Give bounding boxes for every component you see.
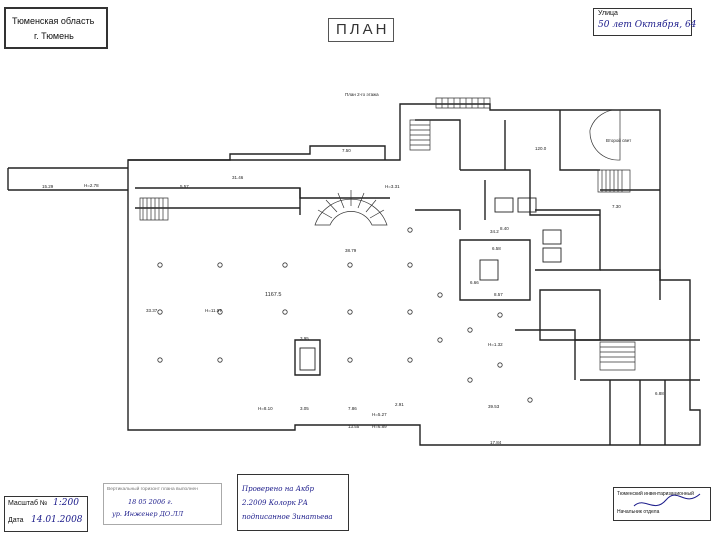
room-labels: 31.46 1167.5 38.79 H=11.07 H=8.10 H=5.27…	[42, 137, 664, 445]
room-label: 6.58	[492, 246, 501, 251]
staircase-right	[597, 169, 631, 193]
room-label: 6.66	[470, 280, 479, 285]
scale-label: Масштаб №	[8, 500, 48, 507]
room-label: 3.05	[300, 406, 309, 411]
room-label: H=11.07	[205, 308, 222, 313]
partition	[559, 110, 600, 171]
room-label: 2.91	[395, 402, 404, 407]
room-label: 7.86	[348, 406, 357, 411]
room-label: 7.50	[342, 148, 351, 153]
shaft	[542, 247, 562, 263]
floor-title: План 2-го этажа	[345, 92, 379, 97]
survey-stamp-dates: 18 05 2006 г.	[128, 498, 173, 506]
region-stamp: Тюменская область г. Тюмень	[4, 7, 108, 49]
room-label: 3.95	[300, 336, 309, 341]
shaft	[517, 197, 537, 213]
room-label: H=1.32	[488, 342, 503, 347]
street-box: Улица 50 лет Октября, 64	[593, 8, 696, 36]
region-line1: Тюменская область	[12, 16, 95, 26]
shaft	[299, 347, 316, 371]
room-label: 8.57	[494, 292, 503, 297]
scale-stamp: Масштаб № 1:200 Дата 14.01.2008	[4, 496, 88, 532]
shaft	[494, 197, 514, 213]
check-stamp: Проверено на Акбр 2.2009 Колорк РА подпи…	[237, 474, 349, 531]
room-label: 33.37	[146, 308, 158, 313]
room-label: H=6.89	[372, 424, 387, 429]
floor-plan: План 2-го этажа 31.46 1167.5 38.79 H=11.…	[0, 80, 720, 460]
check-stamp-line1: Проверено на Акбр	[242, 485, 314, 493]
room-label: H=5.27	[372, 412, 387, 417]
partition	[539, 289, 601, 341]
region-line2: г. Тюмень	[34, 31, 74, 41]
partition	[535, 209, 601, 271]
room-label: Второй свет	[606, 137, 631, 143]
partition	[135, 187, 390, 199]
check-stamp-line2: 2.2009 Колорк РА	[242, 499, 308, 507]
room-label: 17.84	[490, 440, 502, 445]
room-label: 15.29	[42, 184, 54, 189]
staircase-lower	[599, 341, 636, 371]
partition	[515, 329, 576, 380]
check-stamp-line3: подписанное Зинатьева	[242, 513, 333, 521]
room-label: 13.55	[348, 424, 360, 429]
bureau-stamp: Тюменский инвентаризационный Начальник о…	[613, 487, 711, 521]
bureau-stamp-line2: Начальник отдела	[617, 509, 660, 515]
spiral-staircase	[314, 198, 388, 226]
survey-stamp-title: Вертикальный горизонт плана выполнен	[107, 487, 198, 492]
shaft	[479, 259, 499, 281]
room-label: H=3.31	[385, 184, 400, 189]
page-title: ПЛАН	[336, 21, 390, 38]
partition	[600, 269, 661, 300]
bureau-stamp-line1: Тюменский инвентаризационный	[617, 491, 694, 497]
room-label: H=2.78	[84, 183, 99, 188]
survey-stamp-signature: ур. Инженер ДО.ЛЛ	[112, 510, 184, 518]
outer-wall	[127, 103, 701, 446]
date-label: Дата	[8, 517, 24, 524]
title-box: ПЛАН	[328, 18, 394, 42]
room-label: 38.79	[345, 248, 357, 253]
date-value: 14.01.2008	[31, 515, 83, 525]
room-label: 1167.5	[265, 292, 281, 298]
room-label: 31.46	[232, 175, 244, 180]
staircase-left	[139, 197, 169, 221]
second-light-arc	[589, 109, 621, 161]
street-label: Улица	[598, 10, 618, 17]
left-corridor	[7, 167, 128, 191]
partition	[460, 169, 600, 216]
staircase-top	[409, 119, 431, 151]
room-label: 39.53	[488, 404, 500, 409]
survey-stamp: Вертикальный горизонт плана выполнен 18 …	[103, 483, 222, 525]
floor-plan-drawing: План 2-го этажа 31.46 1167.5 38.79 H=11.…	[7, 92, 701, 446]
scale-value: 1:200	[53, 498, 79, 508]
partition	[415, 209, 461, 230]
partition	[459, 239, 531, 301]
signature-scribble	[633, 493, 701, 507]
room-label: 8.40	[500, 226, 509, 231]
room-label: 34.2	[490, 229, 499, 234]
staircase-entry	[435, 97, 491, 109]
room-label: 5.57	[180, 184, 189, 189]
room-label: H=8.10	[258, 406, 273, 411]
partition	[294, 339, 321, 376]
room-label: 6.88	[655, 391, 664, 396]
shaft	[542, 229, 562, 245]
room-label: 7.30	[612, 204, 621, 209]
room-label: 120.0	[535, 146, 547, 151]
street-value: 50 лет Октября, 64	[598, 20, 697, 30]
north-wall	[128, 145, 386, 161]
